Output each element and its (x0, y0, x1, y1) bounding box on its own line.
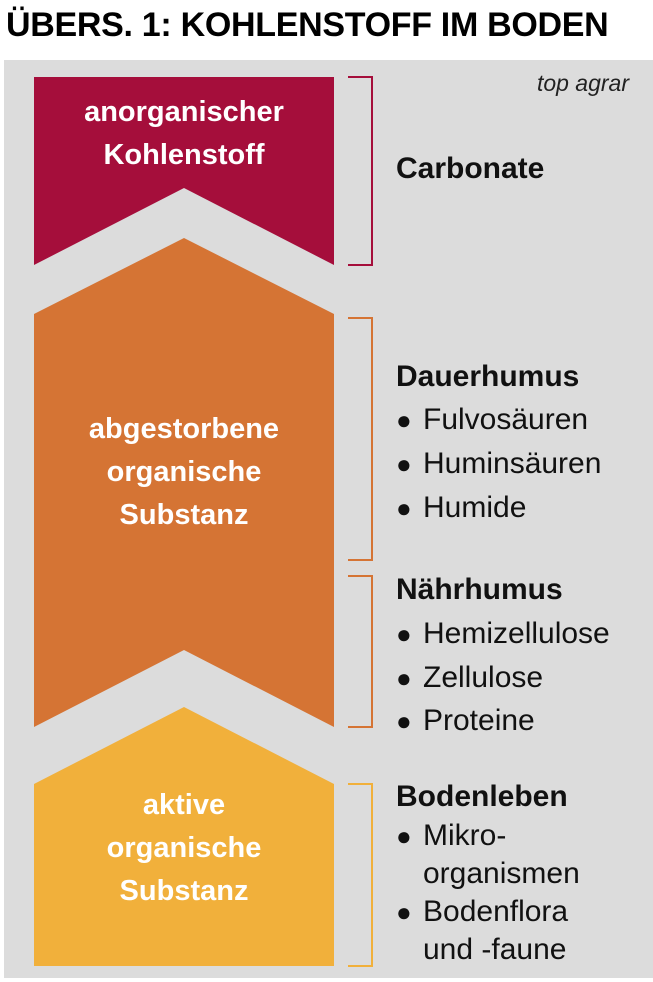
naehrhumus-bracket (348, 575, 373, 728)
anorganic-carbon-shape (34, 77, 334, 265)
dead-organic-label: abgestorbene organische Substanz (88, 413, 280, 531)
bodenleben-item: ●Bodenflora (396, 895, 569, 928)
dauerhumus-title: Dauerhumus (396, 360, 580, 393)
carbonate-bracket (348, 76, 373, 266)
source-credit: top agrar (536, 70, 629, 96)
naehrhumus-item: ●Hemizellulose (396, 617, 610, 650)
figure-title: ÜBERS. 1: KOHLENSTOFF IM BODEN (6, 6, 609, 44)
naehrhumus-item: ●Proteine (396, 704, 535, 737)
bodenleben-bracket (348, 783, 373, 967)
bodenleben-item-continuation: und -faune (423, 933, 567, 966)
active-organic-shape (34, 707, 334, 966)
active-organic-label: aktive organische Substanz (106, 789, 262, 907)
anorganic-carbon-label: anorganischer Kohlenstoff (84, 96, 284, 171)
naehrhumus-item: ●Zellulose (396, 661, 544, 694)
dauerhumus-item: ●Huminsäuren (396, 447, 602, 480)
carbonate-title: Carbonate (396, 152, 545, 185)
dauerhumus-bracket (348, 317, 373, 561)
dauerhumus-item: ●Humide (396, 491, 527, 524)
naehrhumus-title: Nährhumus (396, 573, 563, 606)
bodenleben-item-continuation: organismen (423, 857, 580, 890)
bodenleben-item: ●Mikro- (396, 819, 507, 852)
bodenleben-title: Bodenleben (396, 780, 568, 813)
dauerhumus-item: ●Fulvosäuren (396, 403, 589, 436)
dead-organic-shape (34, 238, 334, 727)
